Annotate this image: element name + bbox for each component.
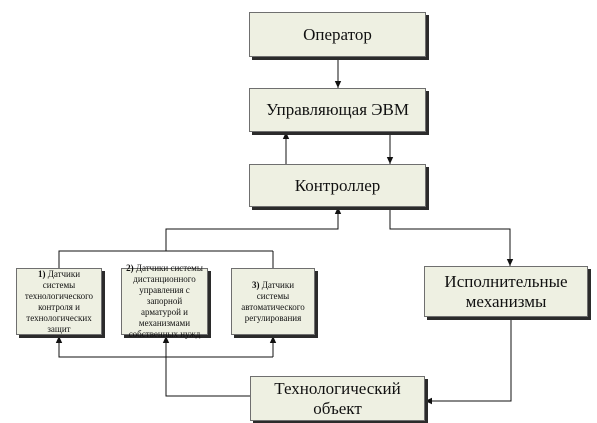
operator-label: Оператор bbox=[303, 24, 372, 44]
controller-label: Контроллер bbox=[294, 175, 381, 195]
computer-box: Управляющая ЭВМ bbox=[249, 88, 426, 132]
edge-object-sensor1-3 bbox=[55, 336, 166, 358]
edge-object-sensor2 bbox=[162, 336, 250, 397]
sensor3-label: 3) Датчики системы автоматического регул… bbox=[236, 280, 310, 324]
edge-sensors-controller bbox=[58, 207, 342, 268]
object-box: Технологический объект bbox=[250, 376, 425, 421]
sensor2-number: 2) bbox=[126, 263, 134, 273]
sensor3-text: Датчики системы автоматического регулиро… bbox=[241, 279, 305, 323]
sensor2-text: Датчики системы дистанционного управлени… bbox=[128, 263, 203, 339]
edge-controller-actuators bbox=[389, 205, 514, 266]
sensor2-box: 2) Датчики системы дистанционного управл… bbox=[121, 263, 208, 339]
actuators-box: Исполнительные механизмы bbox=[424, 266, 588, 317]
edge-actuators-object bbox=[425, 317, 512, 405]
sensor1-number: 1) bbox=[37, 268, 46, 279]
actuators-label: Исполнительные механизмы bbox=[444, 271, 568, 311]
sensor3-box: 3) Датчики системы автоматического регул… bbox=[231, 268, 315, 335]
sensor1-text: Датчики системы технологического контрол… bbox=[24, 268, 94, 334]
sensor1-box: 1) Датчики системы технологического конт… bbox=[16, 268, 102, 335]
object-label: Технологический объект bbox=[274, 378, 401, 418]
sensor1-label: 1) Датчики системы технологического конт… bbox=[21, 269, 97, 335]
sensor3-number: 3) bbox=[251, 279, 260, 290]
operator-box: Оператор bbox=[249, 12, 426, 57]
controller-box: Контроллер bbox=[249, 164, 426, 207]
sensor2-label: 2) Датчики системы дистанционного управл… bbox=[126, 263, 203, 340]
computer-label: Управляющая ЭВМ bbox=[266, 100, 409, 119]
